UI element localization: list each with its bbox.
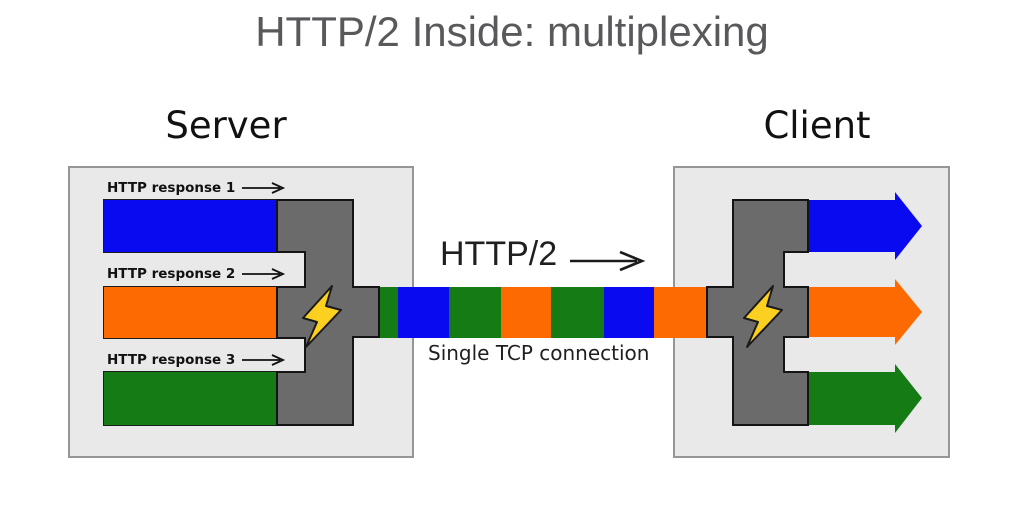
response-label-3-text: HTTP response 3 xyxy=(107,352,236,368)
tcp-pipe xyxy=(379,287,708,338)
right-arrow-icon xyxy=(242,354,286,366)
pipe-segment-green xyxy=(379,287,398,338)
pipe-segment-orange xyxy=(501,287,551,338)
pipe-segment-blue xyxy=(398,287,449,338)
lightning-bolt-icon xyxy=(302,285,342,348)
page-title: HTTP/2 Inside: multiplexing xyxy=(255,8,769,55)
response-label-2: HTTP response 2 xyxy=(107,266,290,282)
response-bar-1 xyxy=(103,199,279,253)
client-arrow-2 xyxy=(808,279,922,345)
pipe-segment-orange xyxy=(654,287,708,338)
pipe-segment-blue xyxy=(604,287,654,338)
pipe-segment-green xyxy=(551,287,604,338)
right-arrow-icon xyxy=(242,268,286,280)
tcp-connection-caption: Single TCP connection xyxy=(428,341,650,365)
response-bar-2 xyxy=(103,286,279,339)
pipe-segment-green xyxy=(449,287,501,338)
client-heading: Client xyxy=(763,104,871,147)
right-arrow-icon xyxy=(242,182,286,194)
http2-label: HTTP/2 xyxy=(440,235,558,273)
response-label-2-text: HTTP response 2 xyxy=(107,266,236,282)
response-label-1: HTTP response 1 xyxy=(107,180,290,196)
response-label-3: HTTP response 3 xyxy=(107,352,290,368)
response-label-1-text: HTTP response 1 xyxy=(107,180,236,196)
http2-flow-arrow-icon xyxy=(570,250,646,272)
client-arrow-1 xyxy=(808,192,922,260)
client-arrow-3 xyxy=(808,364,922,433)
lightning-bolt-icon xyxy=(743,285,783,348)
server-heading: Server xyxy=(165,104,287,147)
